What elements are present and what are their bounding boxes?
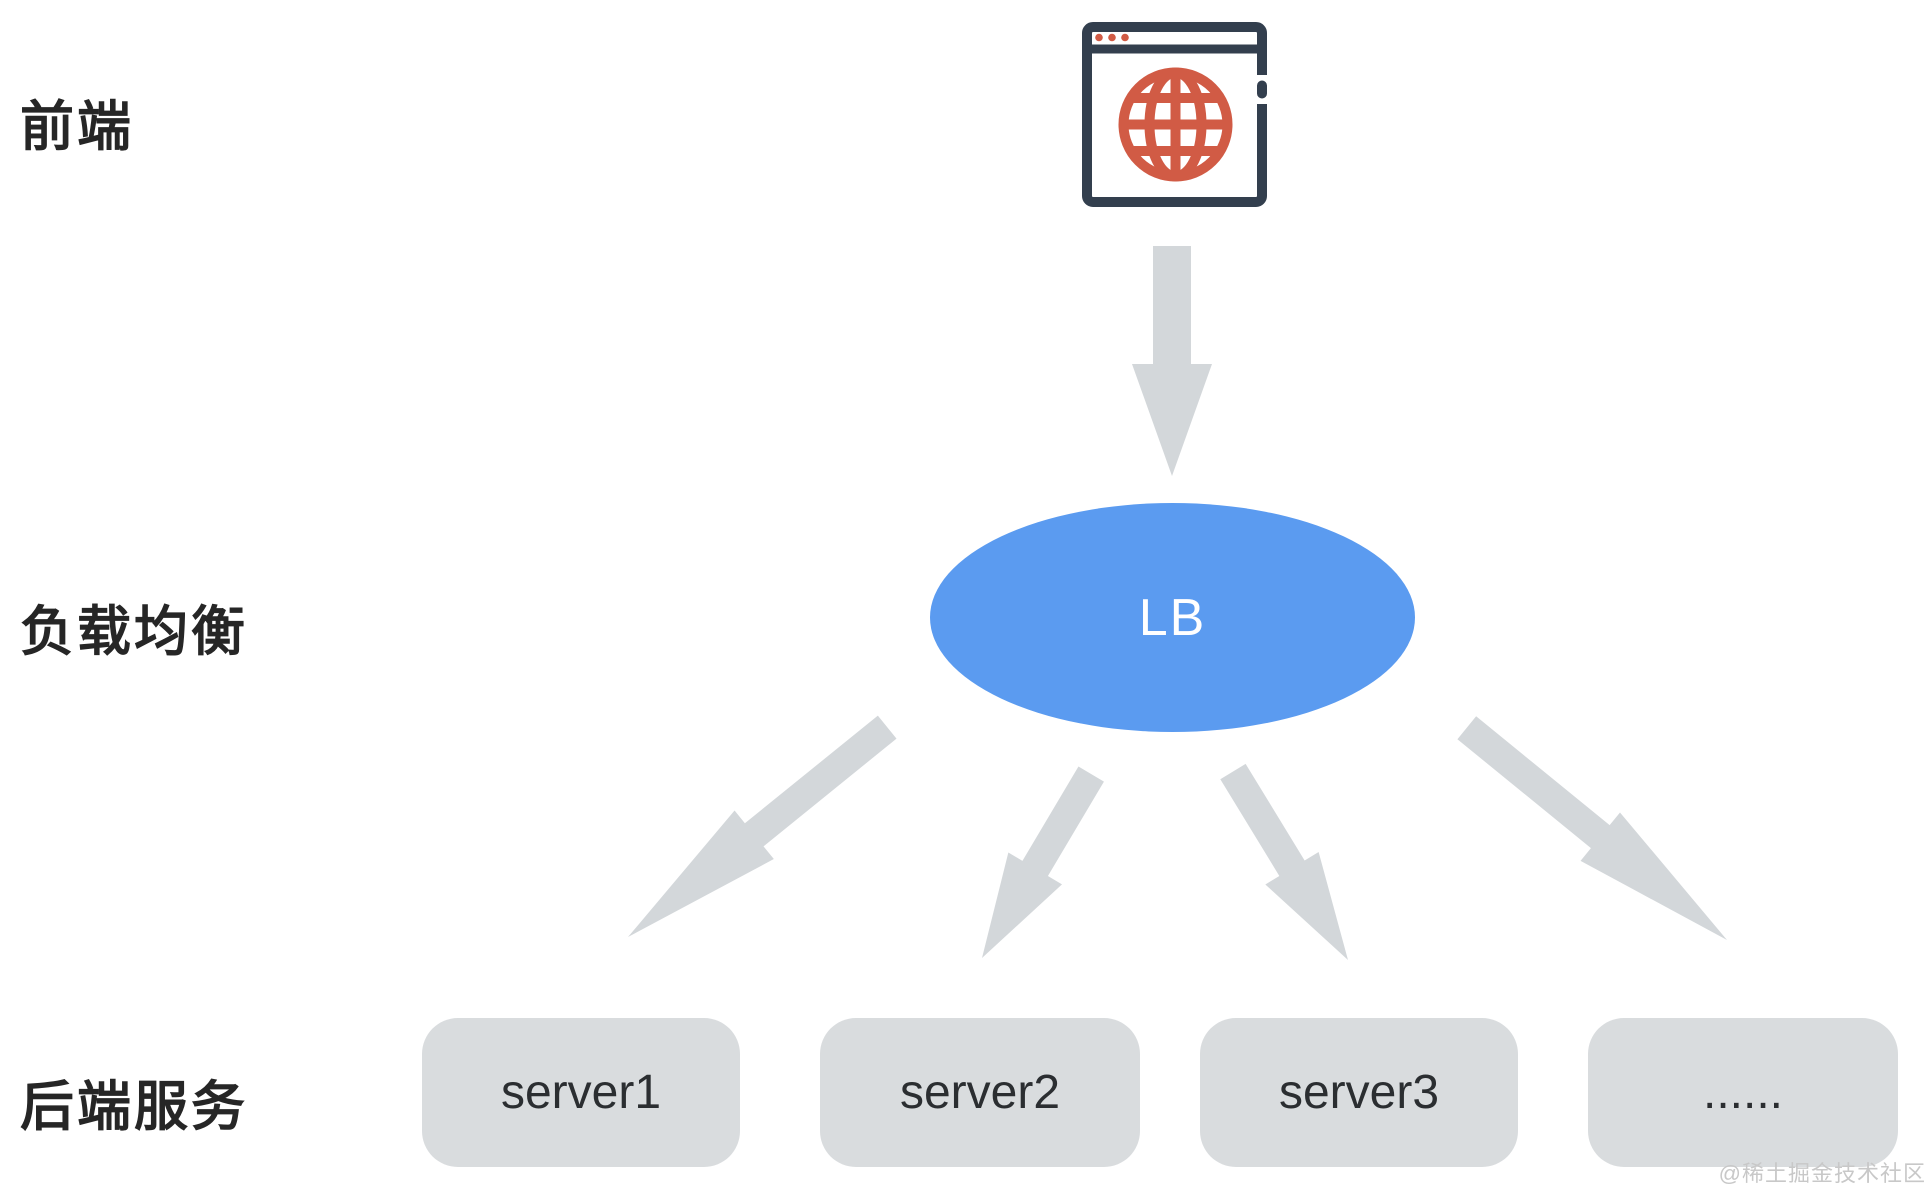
server-label: server1 [500,1066,662,1119]
arrow-lb-to-server-more [1447,703,1747,965]
arrow-browser-to-lb [1132,246,1212,476]
row-label-load-balancer: 负载均衡 [20,602,248,662]
watermark: @稀土掘金技术社区 [1718,1161,1926,1186]
arrow-lb-to-server1 [608,702,907,962]
load-balancer-label: LB [1138,588,1207,647]
server-node-1: server1 [422,1018,740,1167]
server-label: server3 [1278,1066,1440,1119]
arrow-lb-to-server3 [1206,755,1375,977]
browser-titlebar-dots [1095,33,1129,42]
server-node-2: server2 [820,1018,1140,1167]
arrow-lb-to-server2 [955,758,1119,974]
load-balancer-node: LB [930,503,1415,732]
server-label: ...... [1702,1066,1783,1119]
server-node-3: server3 [1200,1018,1518,1167]
server-label: server2 [899,1066,1061,1119]
row-label-frontend: 前端 [20,97,134,157]
globe-icon [1118,67,1233,182]
row-label-backend: 后端服务 [20,1077,248,1137]
server-node-more: ...... [1588,1018,1898,1167]
browser-icon [1082,22,1267,207]
